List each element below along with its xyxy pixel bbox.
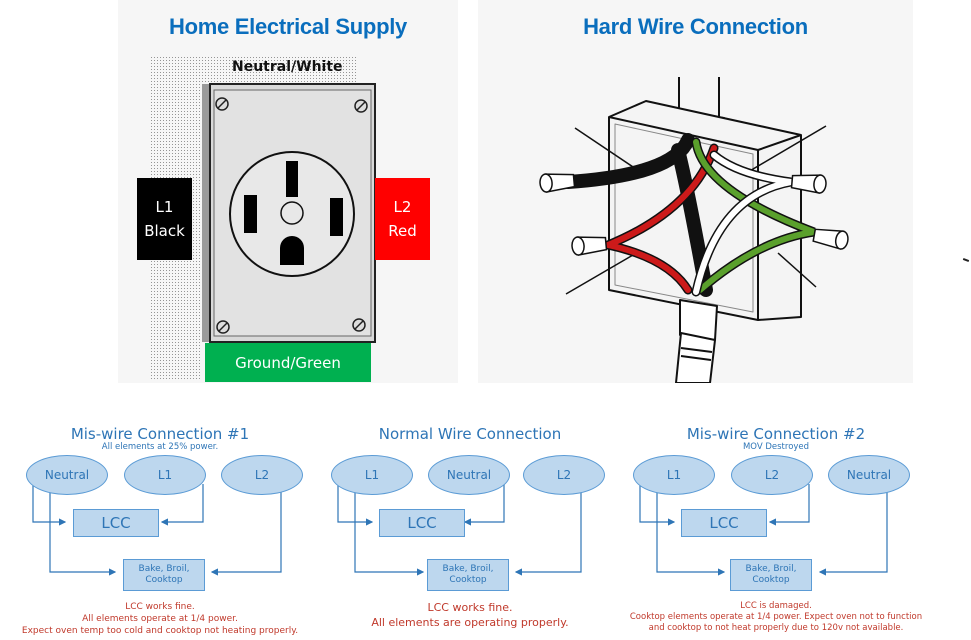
l1-label-line2: Black — [144, 222, 185, 240]
connector — [818, 490, 888, 576]
screw-icon — [215, 97, 368, 334]
ground-slot — [280, 236, 304, 265]
normal-wire-connection-diagram: Normal Wire Connection L1 Neutral L2 LCC… — [310, 420, 630, 640]
loads-line2: Cooktop — [145, 575, 183, 585]
neutral-slot — [286, 161, 298, 197]
diagram-notes: LCC works fine. All elements operate at … — [0, 601, 340, 637]
node-3: Neutral — [828, 455, 910, 495]
note-line: and cooktop to not heat properly due to … — [648, 623, 904, 633]
neutral-white-label: Neutral/White — [232, 59, 343, 75]
note-line: LCC is damaged. — [740, 601, 812, 611]
l2-label-line2: Red — [388, 222, 417, 240]
miswire-connection-1-diagram: Mis-wire Connection #1 All elements at 2… — [0, 420, 320, 640]
node-1: L1 — [331, 455, 413, 495]
loads-box: Bake, Broil, Cooktop — [427, 559, 509, 591]
l2-slot — [330, 198, 343, 236]
node-2: L2 — [731, 455, 813, 495]
loads-line2: Cooktop — [752, 575, 790, 585]
lcc-box: LCC — [73, 509, 159, 537]
diagram-title: Mis-wire Connection #2 — [686, 425, 866, 443]
connector — [160, 484, 204, 526]
plate-edge — [202, 84, 212, 342]
diagram-title: Normal Wire Connection — [378, 425, 562, 443]
loads-box: Bake, Broil, Cooktop — [123, 559, 205, 591]
diagram-subtitle: All elements at 25% power. — [101, 442, 219, 452]
supply-title: Home Electrical Supply — [169, 14, 407, 39]
loads-box: Bake, Broil, Cooktop — [730, 559, 812, 591]
note-line: Cooktop elements operate at 1/4 power. E… — [629, 612, 923, 622]
diagram-notes: LCC is damaged. Cooktop elements operate… — [596, 601, 956, 634]
l1-label-line1: L1 — [155, 198, 174, 216]
hardwire-title: Hard Wire Connection — [583, 14, 808, 39]
l1-black-label: L1 Black — [137, 178, 192, 260]
connector — [337, 484, 374, 526]
connector — [514, 490, 582, 576]
connector — [354, 490, 425, 576]
node-2: L1 — [124, 455, 206, 495]
note-line: All elements operate at 1/4 power. — [82, 614, 238, 624]
node-3: L2 — [523, 455, 605, 495]
note-line: All elements are operating properly. — [371, 616, 569, 629]
node-1: Neutral — [26, 455, 108, 495]
diagram-connectors — [32, 484, 282, 576]
note-line: LCC works fine. — [125, 602, 195, 612]
diagram-title: Mis-wire Connection #1 — [70, 425, 250, 443]
loads-line1: Bake, Broil, — [138, 564, 190, 574]
center-hole — [280, 201, 304, 225]
connector — [656, 490, 726, 576]
connector — [32, 484, 67, 526]
connector — [463, 484, 505, 526]
ground-label-text: Ground/Green — [235, 353, 341, 372]
l2-red-label: L2 Red — [375, 178, 430, 260]
ground-green-label: Ground/Green — [205, 343, 371, 382]
miswire-connection-2-diagram: Mis-wire Connection #2 MOV Destroyed L1 … — [616, 420, 936, 640]
lcc-box: LCC — [681, 509, 767, 537]
loads-line2: Cooktop — [449, 575, 487, 585]
diagram-notes: LCC works fine. All elements are operati… — [290, 600, 650, 630]
loads-line1: Bake, Broil, — [745, 564, 797, 574]
connector — [49, 490, 117, 576]
connector — [639, 484, 676, 526]
hard-wire-connection-panel: Hard Wire Connection — [478, 0, 913, 383]
loads-line1: Bake, Broil, — [442, 564, 494, 574]
l1-slot — [244, 195, 257, 233]
l2-label-line1: L2 — [393, 198, 412, 216]
connector — [768, 484, 810, 526]
note-line: LCC works fine. — [427, 601, 513, 614]
connector — [210, 490, 282, 576]
diagram-subtitle: MOV Destroyed — [742, 442, 810, 452]
note-line: Expect oven temp too cold and cooktop no… — [21, 626, 299, 636]
edge-mark — [962, 258, 970, 262]
lcc-box: LCC — [379, 509, 465, 537]
receptacle-illustration — [150, 55, 376, 380]
wires — [561, 133, 816, 297]
node-3: L2 — [221, 455, 303, 495]
wire-nut-icon — [539, 173, 849, 256]
node-1: L1 — [633, 455, 715, 495]
junction-box-illustration — [539, 77, 849, 383]
diagram-connectors — [639, 484, 888, 576]
diagram-connectors — [337, 484, 582, 576]
node-2: Neutral — [428, 455, 510, 495]
